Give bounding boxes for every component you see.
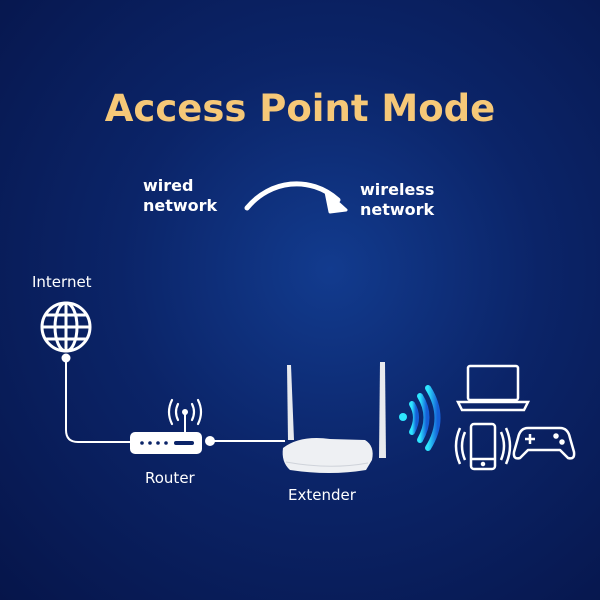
laptop-icon bbox=[455, 364, 531, 412]
internet-label: Internet bbox=[32, 273, 92, 291]
wifi-signal-icon bbox=[399, 385, 441, 451]
extender-label: Extender bbox=[288, 486, 357, 504]
gamepad-icon bbox=[512, 426, 576, 460]
cable-lines bbox=[61, 353, 285, 446]
wired-label-1: wired bbox=[143, 176, 193, 195]
wired-label-2: network bbox=[143, 196, 218, 215]
extender-device bbox=[282, 362, 386, 473]
wireless-label-1: wireless bbox=[360, 180, 434, 199]
page-title: Access Point Mode bbox=[105, 87, 495, 130]
router-label: Router bbox=[145, 469, 196, 487]
curved-arrow-icon bbox=[244, 181, 348, 214]
smartphone-icon bbox=[454, 422, 512, 471]
wireless-label-2: network bbox=[360, 200, 435, 219]
globe-icon bbox=[40, 301, 92, 353]
router-icon bbox=[130, 398, 203, 454]
